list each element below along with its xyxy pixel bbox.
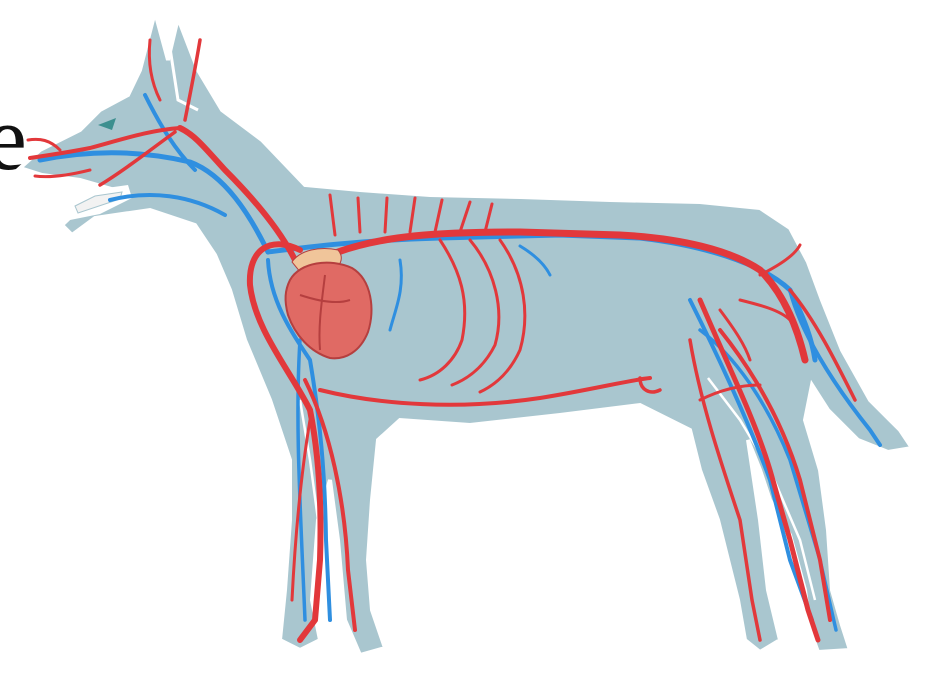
dog-circulatory-diagram [0,0,941,675]
